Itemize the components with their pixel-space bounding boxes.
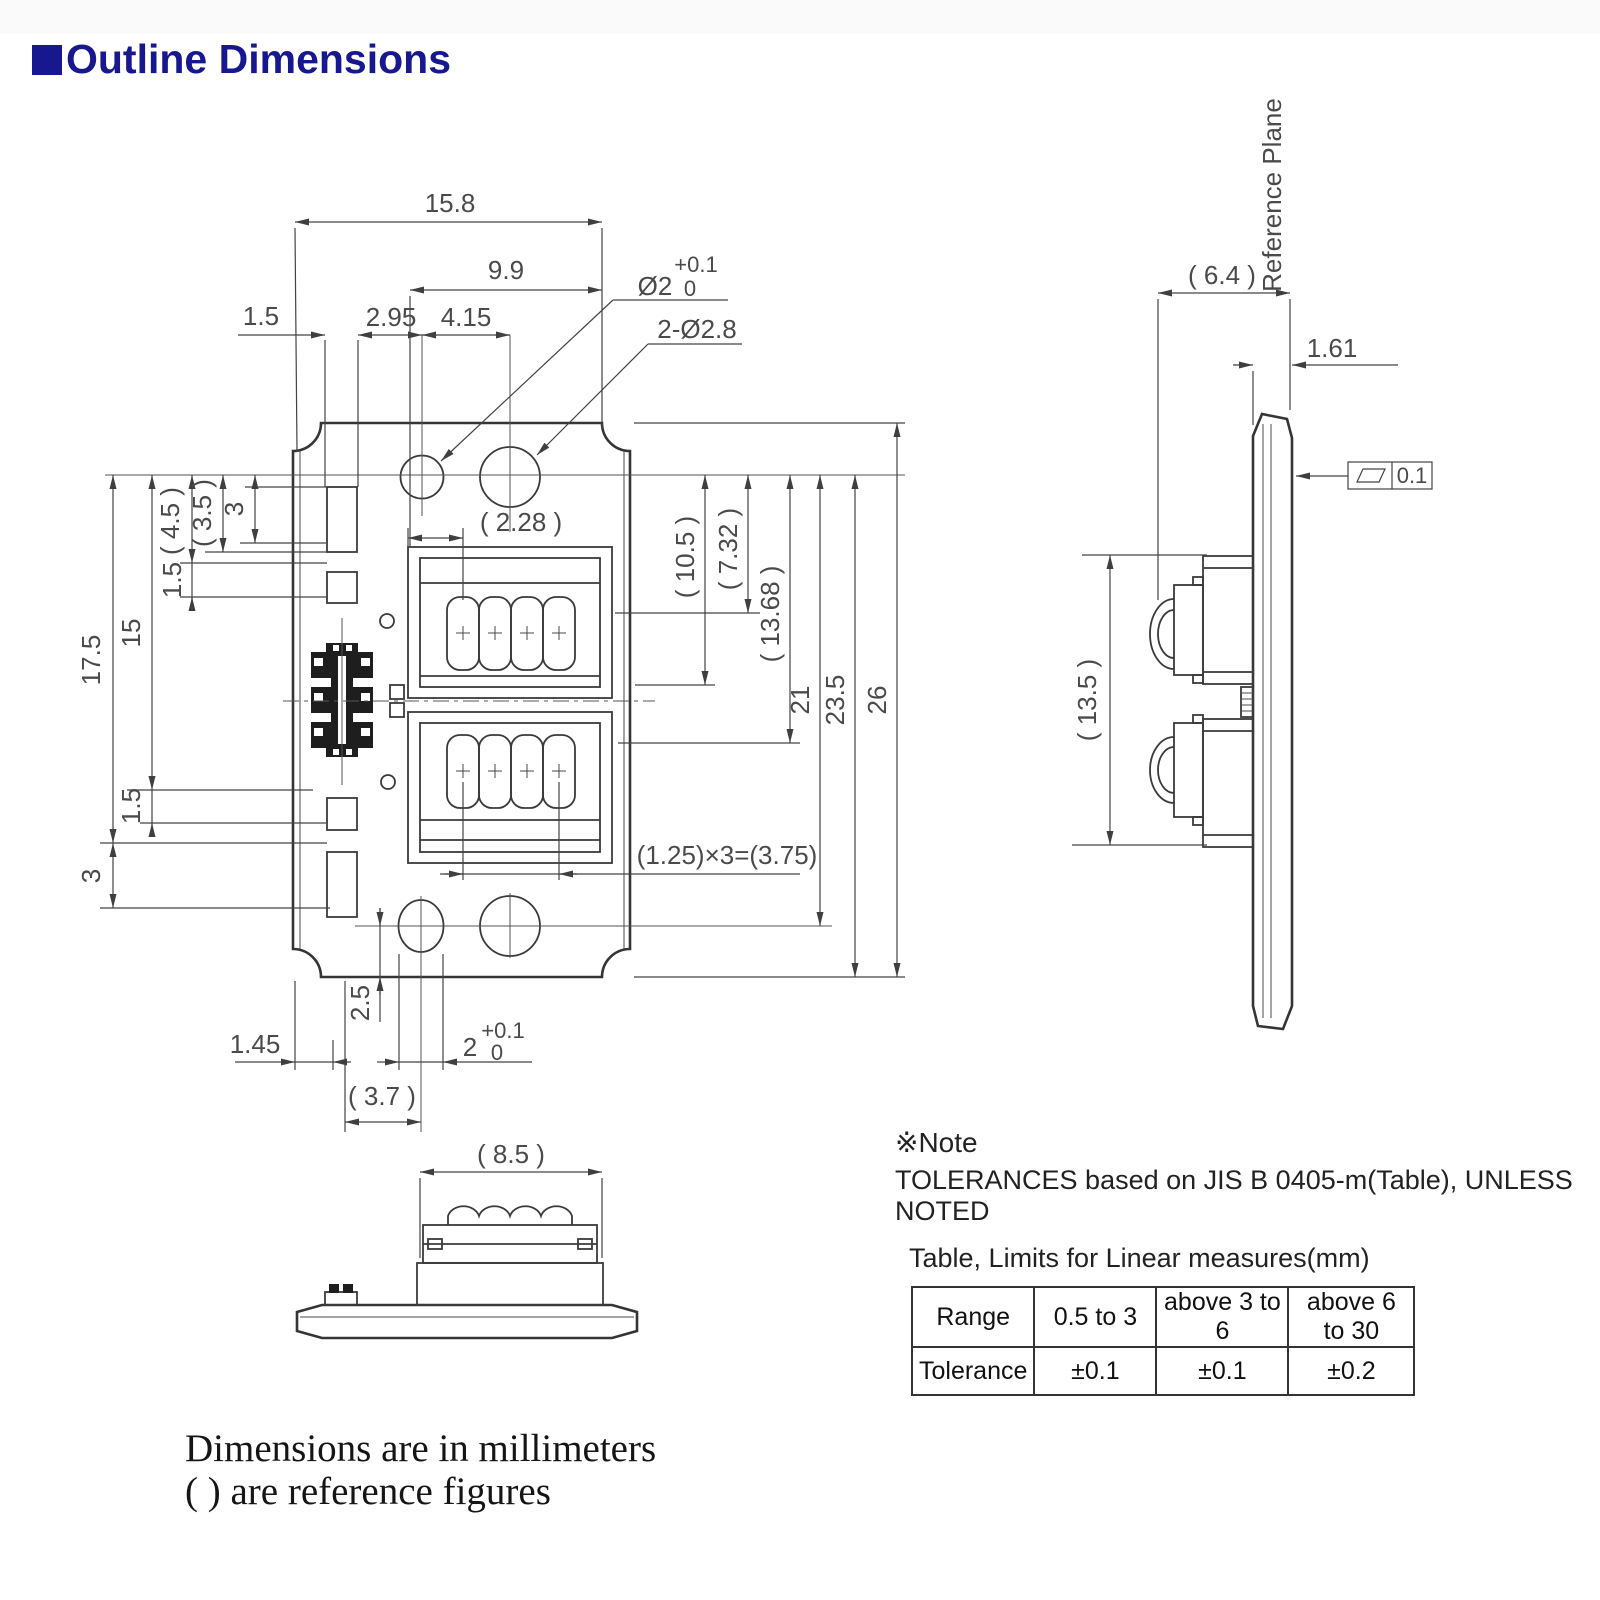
dim-2-5: 2.5 [345, 985, 375, 1021]
cell-tol-2: ±0.1 [1155, 1346, 1290, 1396]
page-title: Outline Dimensions [32, 36, 451, 83]
note-marker: ※Note [895, 1127, 978, 1158]
bottom-dims: ( 8.5 ) [419, 1139, 603, 1258]
dim-3-5: ( 3.5 ) [187, 479, 217, 547]
test-point-top [379, 613, 395, 629]
footer-line1: Dimensions are in millimeters [185, 1427, 657, 1470]
front-dims-right: ( 10.5 ) ( 7.32 ) ( 13.68 ) 21 23.5 26 [615, 422, 905, 978]
flatness-symbol-icon [1356, 468, 1386, 483]
side-module-top [1149, 555, 1254, 685]
dim-2-28-text: ( 2.28 ) [480, 507, 562, 537]
cell-tol-3: ±0.2 [1287, 1346, 1416, 1396]
title-text: Outline Dimensions [66, 36, 451, 82]
flatness-callout: 0.1 [1296, 461, 1433, 490]
dim-10-5: ( 10.5 ) [670, 516, 700, 598]
tolerance-table: Range 0.5 to 3 above 3 to 6 above 6 to 3… [910, 1286, 1416, 1396]
bottom-board [295, 1303, 639, 1340]
led-module-bottom [407, 711, 613, 864]
dim-2-95: 2.95 [366, 302, 417, 332]
dim-1-45: 1.45 [230, 1029, 281, 1059]
dim-7-32: ( 7.32 ) [713, 508, 743, 590]
bottom-view: ( 8.5 ) [295, 1139, 639, 1340]
side-dims: ( 13.5 ) ( 6.4 ) Reference Plane 1.61 [1072, 98, 1398, 846]
dim-2-28: ( 2.28 ) [407, 507, 562, 600]
dim-3-top-left: 3 [219, 502, 249, 516]
hole-callouts: Ø2 +0.1 0 2-Ø2.8 [440, 252, 742, 462]
cell-range-3: above 6 to 30 [1287, 1286, 1416, 1348]
front-view: 15.8 9.9 1.5 2.95 4.15 Ø2 +0.1 [76, 188, 905, 1132]
cell-tol-1: ±0.1 [1033, 1346, 1158, 1396]
flatness-value: 0.1 [1397, 463, 1428, 488]
cell-range-label: Range [910, 1286, 1036, 1348]
front-pads [326, 486, 405, 918]
callout-hole-pair: 2-Ø2.8 [657, 314, 737, 344]
front-dims-bottom: 2.5 1.45 2 +0.1 0 ( 3.7 ) [230, 908, 532, 1132]
dim-23-5: 23.5 [820, 675, 850, 726]
dim-8-5: ( 8.5 ) [477, 1139, 545, 1169]
dim-13-68: ( 13.68 ) [755, 566, 785, 663]
front-centerlines [105, 335, 905, 1132]
front-dims-left: 3 ( 3.5 ) ( 4.5 ) 1.5 15 17.5 1.5 3 [76, 475, 330, 909]
cell-range-2: above 3 to 6 [1155, 1286, 1290, 1348]
cell-range-1: 0.5 to 3 [1033, 1286, 1158, 1348]
dim-21: 21 [785, 686, 815, 715]
dim-3-left-lower: 3 [76, 869, 106, 883]
dim-lens-pitch: (1.25)×3=(3.75) [440, 782, 817, 880]
dim-hole-bottom-tol-zero: 0 [491, 1040, 503, 1065]
note-table-caption: Table, Limits for Linear measures(mm) [909, 1243, 1370, 1273]
dim-1-5-left-upper: 1.5 [157, 562, 187, 598]
dim-9-9: 9.9 [488, 255, 524, 285]
note-section: ※Note TOLERANCES based on JIS B 0405-m(T… [895, 1126, 1600, 1396]
dim-4-5: ( 4.5 ) [155, 487, 185, 555]
test-point-bottom [380, 774, 396, 790]
callout-hole-top-tol-zero: 0 [684, 276, 696, 301]
side-board [1251, 412, 1294, 1031]
callout-hole-top-tol-plus: +0.1 [674, 252, 717, 277]
side-connector-rib [1240, 686, 1254, 718]
dim-1-5-left-lower: 1.5 [116, 788, 146, 824]
dim-13-5: ( 13.5 ) [1072, 659, 1102, 741]
title-bullet-icon [32, 44, 62, 75]
cell-tolerance-label: Tolerance [910, 1346, 1036, 1396]
dim-pitch-text: (1.25)×3=(3.75) [637, 840, 818, 870]
led-module-top [407, 546, 613, 699]
dim-26: 26 [862, 686, 892, 715]
table-row-range: Range 0.5 to 3 above 3 to 6 above 6 to 3… [910, 1286, 1416, 1348]
dim-3-7: ( 3.7 ) [348, 1081, 416, 1111]
front-dims-top: 15.8 9.9 1.5 2.95 4.15 [238, 188, 603, 547]
lens-cross-marks-bottom [456, 764, 566, 778]
dim-6-4: ( 6.4 ) [1188, 260, 1256, 290]
dim-4-15: 4.15 [441, 302, 492, 332]
side-module-bottom [1149, 714, 1254, 848]
dim-hole-bottom-tol-plus: +0.1 [481, 1018, 524, 1043]
side-view: ( 13.5 ) ( 6.4 ) Reference Plane 1.61 0.… [1072, 98, 1433, 1031]
dim-hole-bottom: 2 [463, 1032, 477, 1062]
callout-hole-top: Ø2 [638, 271, 673, 301]
dim-overall-width: 15.8 [425, 188, 476, 218]
lens-cross-marks-top [456, 626, 566, 640]
table-row-tolerance: Tolerance ±0.1 ±0.1 ±0.2 [910, 1346, 1416, 1396]
note-tolerance-line: TOLERANCES based on JIS B 0405-m(Table),… [895, 1165, 1573, 1226]
bottom-lens-bumps [447, 1205, 573, 1225]
bottom-connector [324, 1284, 358, 1306]
front-body [291, 421, 632, 979]
footer-legend: Dimensions are in millimeters ( ) are re… [185, 1427, 657, 1514]
dim-17-5: 17.5 [76, 635, 106, 686]
dim-1-61: 1.61 [1307, 333, 1358, 363]
dim-15: 15 [116, 619, 146, 648]
reference-plane-label: Reference Plane [1257, 98, 1287, 292]
top-strip [0, 0, 1600, 34]
dim-1-5-top: 1.5 [243, 301, 279, 331]
footer-line2: ( ) are reference figures [185, 1469, 551, 1513]
bottom-module-base [416, 1262, 604, 1306]
